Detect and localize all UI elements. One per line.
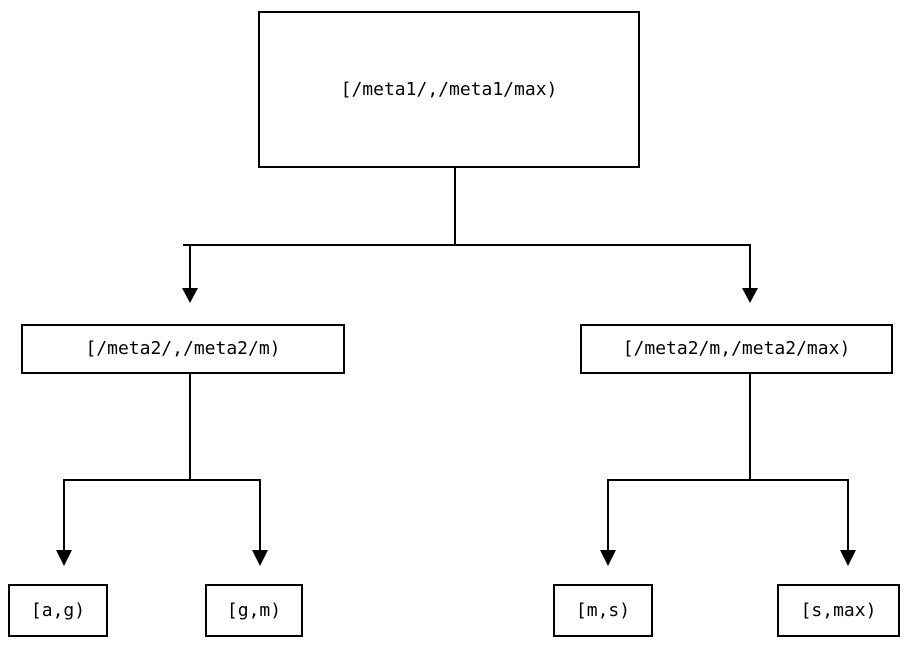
tree-node-leaf-3-label: [s,max) [800,599,877,621]
tree-node-root[interactable]: [/meta1/,/meta1/max) [258,11,640,168]
tree-node-leaf-2[interactable]: [m,s) [553,584,653,637]
tree-node-leaf-3[interactable]: [s,max) [777,584,900,637]
edge-root-to-mid-group [182,168,758,303]
tree-node-leaf-2-label: [m,s) [575,599,631,621]
arrowhead-root-to-mid-right [742,288,758,303]
arrowhead-root-to-mid-left [182,288,198,303]
arrowhead-mid-right-to-leaf-2 [600,550,616,566]
edge-mid-left-to-leaves-group [56,374,268,566]
tree-node-mid-right[interactable]: [/meta2/m,/meta2/max) [580,324,893,374]
edge-mid-right-to-leaves-group [600,374,856,566]
tree-node-mid-left[interactable]: [/meta2/,/meta2/m) [21,324,345,374]
tree-node-leaf-0[interactable]: [a,g) [8,584,108,637]
arrowhead-mid-left-to-leaf-0 [56,550,72,566]
tree-node-root-label: [/meta1/,/meta1/max) [340,78,558,100]
tree-node-leaf-1[interactable]: [g,m) [205,584,303,637]
arrowhead-mid-left-to-leaf-1 [252,550,268,566]
tree-node-mid-right-label: [/meta2/m,/meta2/max) [622,338,851,359]
arrowhead-mid-right-to-leaf-3 [840,550,856,566]
tree-node-leaf-1-label: [g,m) [226,599,282,621]
tree-node-leaf-0-label: [a,g) [30,599,86,621]
tree-node-mid-left-label: [/meta2/,/meta2/m) [85,338,281,359]
